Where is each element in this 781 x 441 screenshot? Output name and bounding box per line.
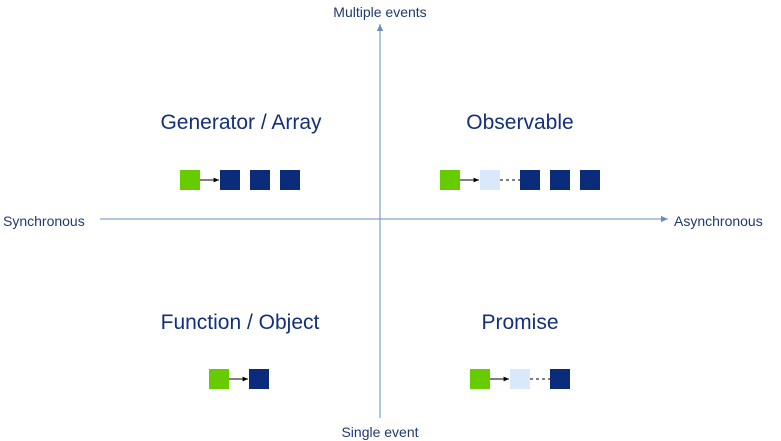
axis-label-right: Asynchronous bbox=[674, 213, 763, 229]
axis-label-left: Synchronous bbox=[3, 213, 85, 229]
event-box bbox=[520, 170, 540, 190]
quadrant-title-observable: Observable bbox=[466, 111, 573, 134]
pending-box bbox=[510, 369, 530, 389]
generator-array-sequence bbox=[180, 170, 300, 190]
start-box bbox=[440, 170, 460, 190]
event-box bbox=[580, 170, 600, 190]
start-box bbox=[180, 170, 200, 190]
event-box bbox=[220, 170, 240, 190]
pending-box bbox=[480, 170, 500, 190]
promise-sequence bbox=[470, 369, 570, 389]
event-box bbox=[280, 170, 300, 190]
quadrant-title-function-object: Function / Object bbox=[161, 311, 320, 334]
observable-sequence bbox=[440, 170, 600, 190]
axis-label-bottom: Single event bbox=[341, 424, 418, 440]
quadrant-title-promise: Promise bbox=[481, 311, 558, 334]
event-box bbox=[250, 170, 270, 190]
function-object-sequence bbox=[209, 369, 269, 389]
start-box bbox=[470, 369, 490, 389]
start-box bbox=[209, 369, 229, 389]
quadrant-title-generator-array: Generator / Array bbox=[160, 111, 322, 134]
event-box bbox=[550, 170, 570, 190]
event-box bbox=[249, 369, 269, 389]
axis-label-top: Multiple events bbox=[333, 4, 426, 20]
event-box bbox=[550, 369, 570, 389]
